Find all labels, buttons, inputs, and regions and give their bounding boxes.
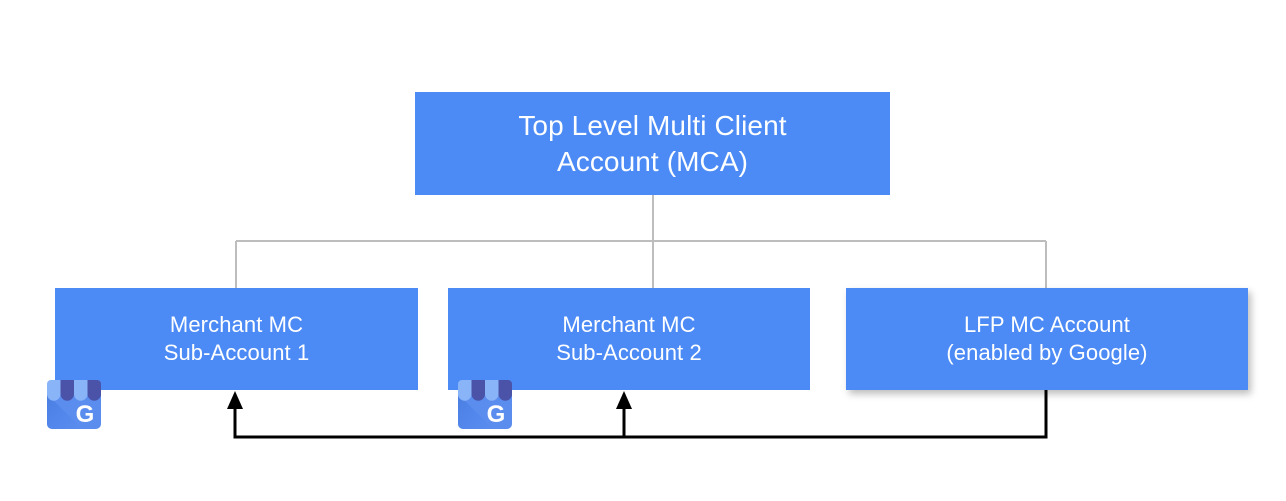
storefront-shadow	[47, 394, 82, 429]
awning-scallop-2	[471, 380, 485, 401]
google-g-glyph: G	[487, 401, 506, 428]
feedback-connectors	[227, 390, 1048, 439]
node-merchant-sub-account-1[interactable]: Merchant MC Sub-Account 1	[55, 288, 418, 390]
google-g-glyph: G	[76, 401, 95, 428]
node-top-level-mca-line-1: Top Level Multi Client	[518, 109, 787, 141]
awning-scallop-4	[498, 380, 512, 401]
awning-scallop-4	[87, 380, 101, 401]
node-lfp-mc-account-line-1: LFP MC Account	[963, 311, 1131, 337]
awning-scallop-1	[47, 380, 61, 401]
node-merchant-sub-account-1-line-1: Merchant MC	[169, 311, 304, 337]
google-my-business-storefront-icon: G	[47, 380, 101, 429]
node-top-level-mca[interactable]: Top Level Multi Client Account (MCA)	[415, 92, 890, 195]
node-lfp-mc-account[interactable]: LFP MC Account (enabled by Google)	[846, 288, 1248, 390]
tree-connectors	[235, 195, 1047, 288]
node-merchant-sub-account-2[interactable]: Merchant MC Sub-Account 2	[448, 288, 810, 390]
node-merchant-sub-account-2-line-1: Merchant MC	[562, 311, 696, 337]
node-top-level-mca-line-2: Account (MCA)	[556, 145, 749, 177]
arrowhead-sub1	[227, 391, 243, 409]
node-merchant-sub-account-2-line-2: Sub-Account 2	[556, 340, 702, 365]
awning-scallop-1	[458, 380, 472, 401]
node-merchant-sub-account-1-line-2: Sub-Account 1	[163, 340, 310, 365]
node-lfp-mc-account-line-2: (enabled by Google)	[946, 340, 1148, 365]
awning-scallop-3	[485, 380, 499, 401]
awning-scallop-2	[60, 380, 74, 401]
awning-scallop-3	[74, 380, 88, 401]
arrowhead-sub2	[616, 391, 632, 409]
google-my-business-storefront-icon: G	[458, 380, 512, 429]
feedback-path-to-sub1	[233, 390, 1048, 439]
storefront-shadow	[458, 394, 493, 429]
